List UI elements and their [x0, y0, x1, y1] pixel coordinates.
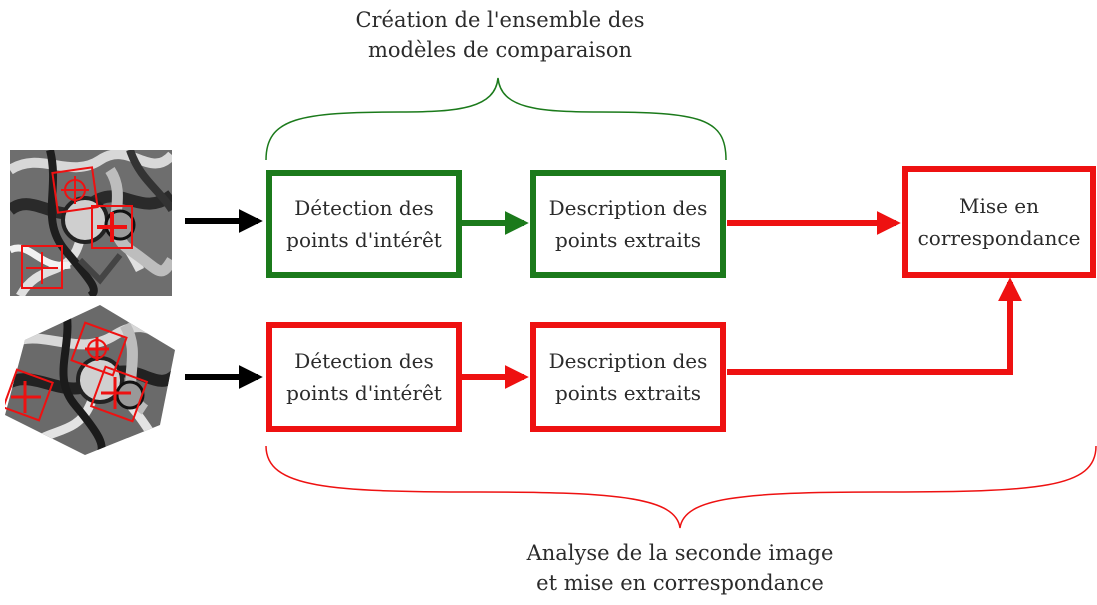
reference-image-drawing — [10, 150, 172, 296]
row2-description-line1: Description des — [548, 349, 708, 373]
matching-box: Mise en correspondance — [902, 166, 1096, 278]
row2-description-box: Description des points extraits — [530, 322, 726, 432]
row2-detection-box: Détection des points d'intérêt — [266, 322, 462, 432]
top-brace — [265, 77, 727, 161]
second-image-drawing — [5, 305, 175, 455]
top-caption-line2: modèles de comparaison — [367, 38, 633, 62]
row2-detection-line2: points d'intérêt — [286, 381, 442, 405]
arrow-row2-describe-to-match — [727, 277, 1022, 375]
row1-description-line1: Description des — [548, 196, 708, 220]
reference-image — [10, 150, 172, 296]
top-caption-line1: Création de l'ensemble des — [355, 8, 645, 32]
bottom-brace — [265, 445, 1097, 529]
row2-description-line2: points extraits — [554, 381, 702, 405]
row1-description-box: Description des points extraits — [530, 170, 726, 278]
bottom-caption-line1: Analyse de la seconde image — [526, 541, 834, 565]
row2-detection-line1: Détection des — [294, 349, 434, 373]
row1-detection-line1: Détection des — [294, 196, 434, 220]
bottom-caption: Analyse de la seconde image et mise en c… — [500, 538, 860, 598]
row1-detection-box: Détection des points d'intérêt — [266, 170, 462, 278]
row1-description-line2: points extraits — [554, 228, 702, 252]
top-caption: Création de l'ensemble des modèles de co… — [330, 5, 670, 65]
matching-line2: correspondance — [917, 226, 1081, 250]
row1-detection-line2: points d'intérêt — [286, 228, 442, 252]
matching-line1: Mise en — [958, 194, 1040, 218]
second-image — [5, 305, 175, 455]
bottom-caption-line2: et mise en correspondance — [536, 571, 824, 595]
